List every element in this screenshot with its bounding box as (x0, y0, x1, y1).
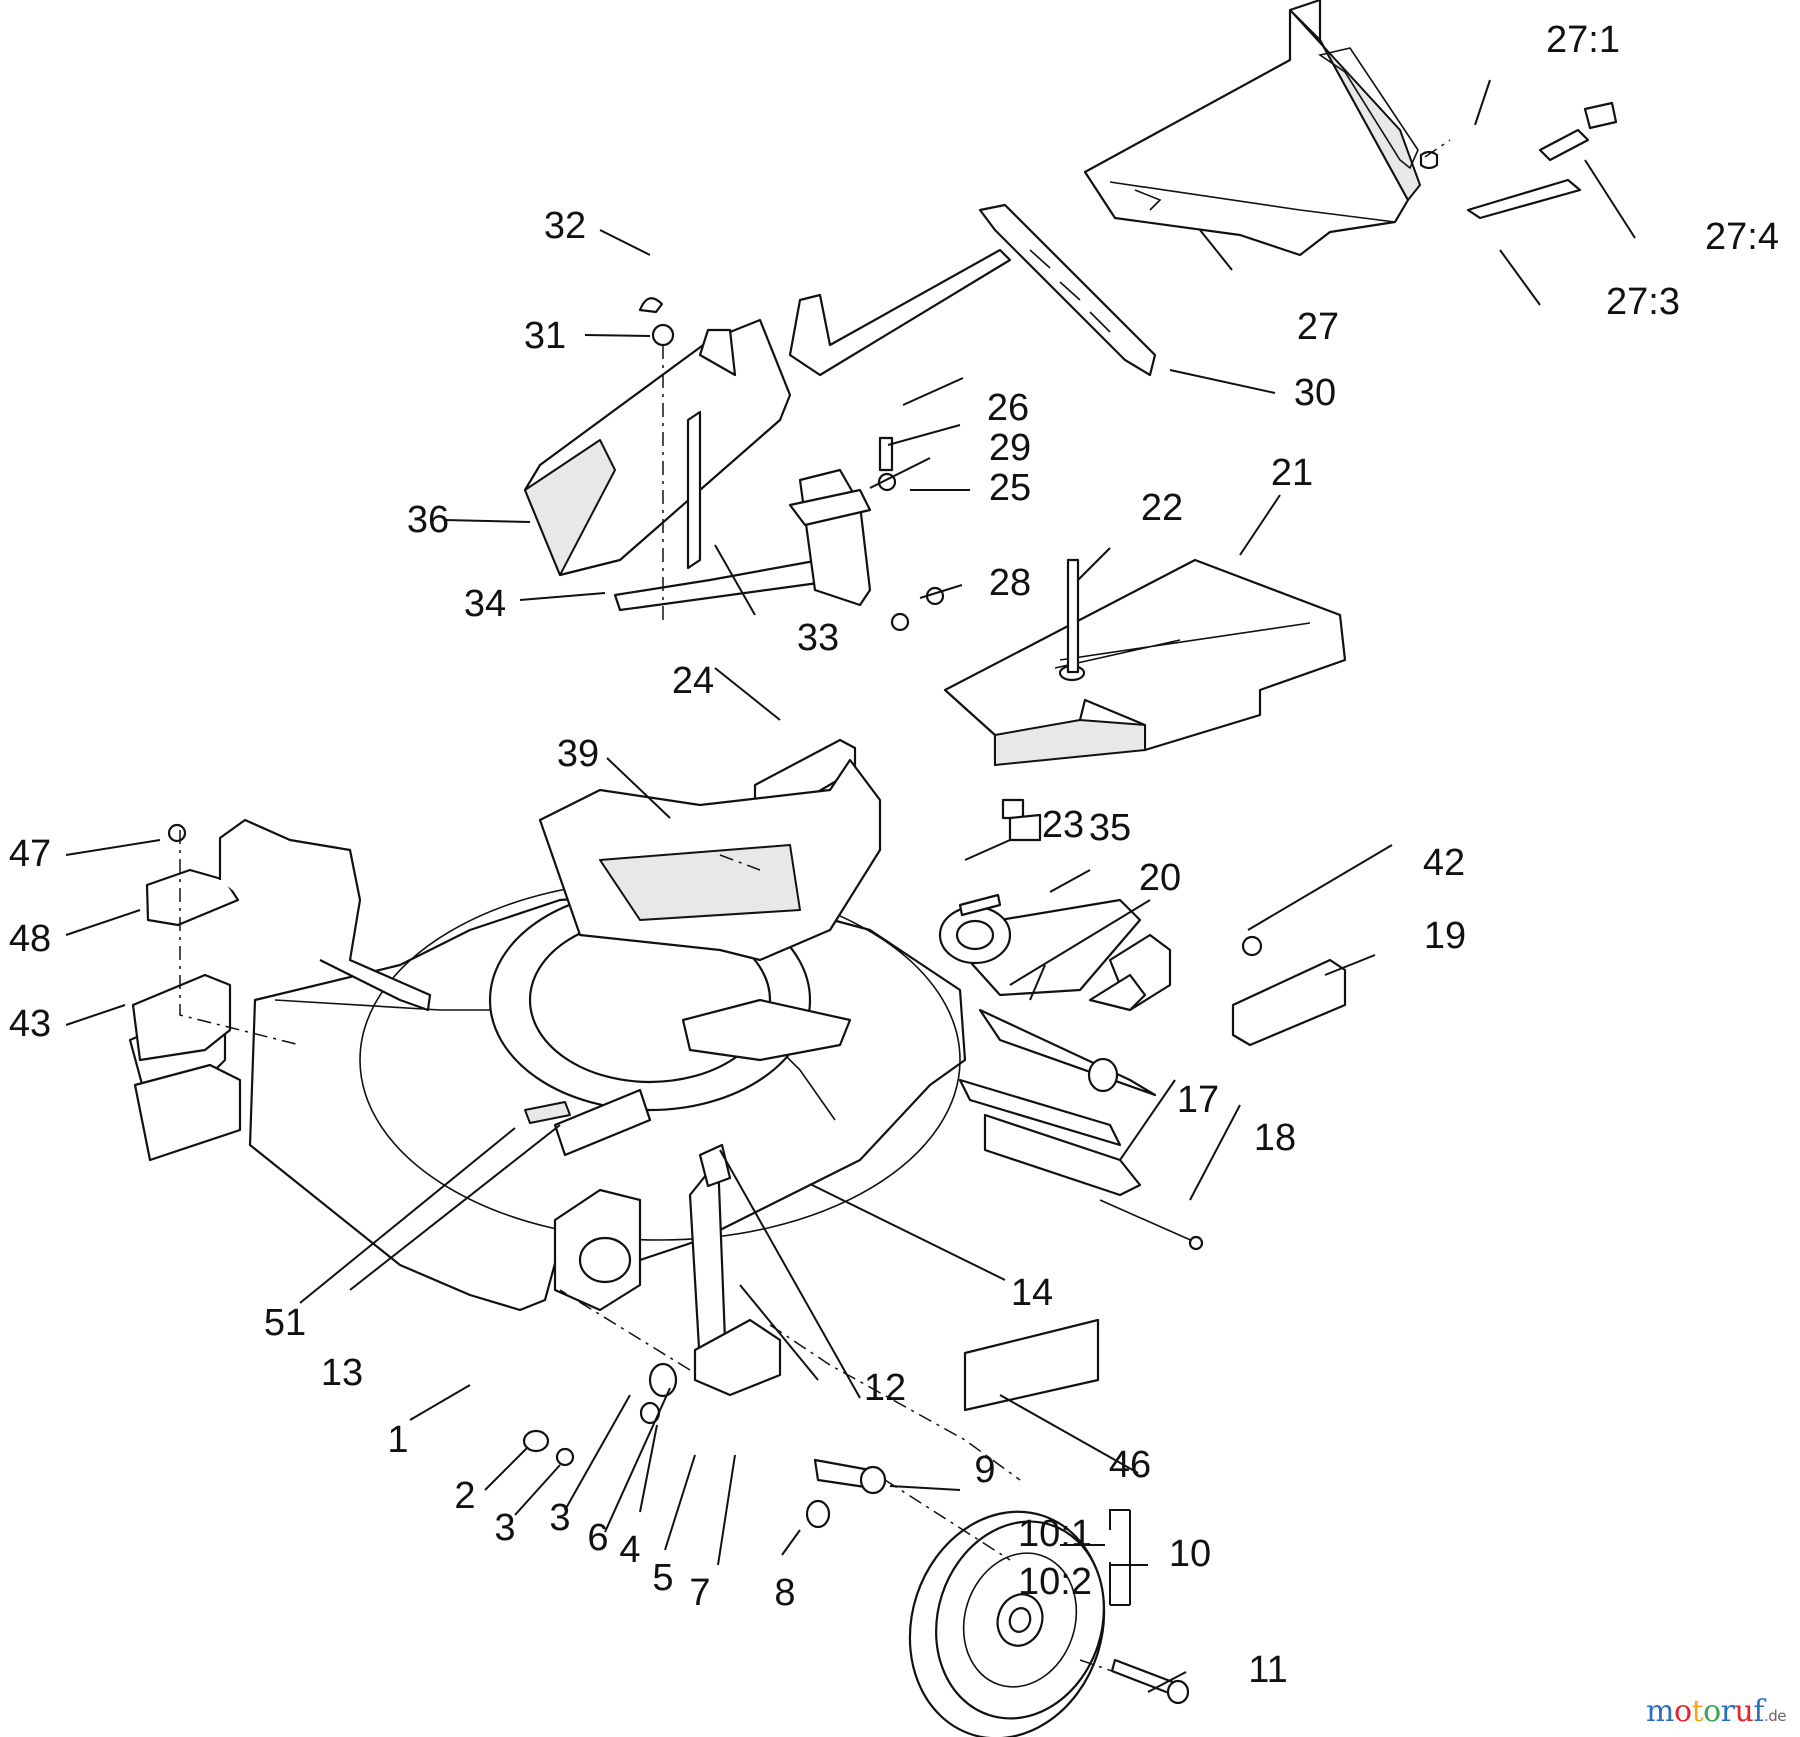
callout-3a: 3 (494, 1507, 515, 1549)
watermark-letter: r (1720, 1694, 1735, 1729)
callout-42: 42 (1423, 842, 1465, 884)
callout-17: 17 (1177, 1079, 1219, 1121)
callout-23: 23 (1042, 804, 1084, 846)
callout-14: 14 (1011, 1272, 1053, 1314)
callout-36: 36 (407, 499, 449, 541)
callout-30: 30 (1294, 372, 1336, 414)
callout-32: 32 (544, 205, 586, 247)
decal-part (958, 813, 1100, 1412)
callout-18: 18 (1254, 1117, 1296, 1159)
callout-39: 39 (557, 733, 599, 775)
callout-48: 48 (9, 918, 51, 960)
rear-door-part (523, 318, 872, 612)
callout-2: 2 (454, 1475, 475, 1517)
motoruf-watermark: motoruf.de (1646, 1694, 1786, 1729)
callout-27: 27 (1297, 306, 1339, 348)
callout-4: 4 (619, 1529, 640, 1571)
callout-12: 12 (864, 1367, 906, 1409)
watermark-letter: t (1691, 1694, 1704, 1729)
callout-29: 29 (989, 427, 1031, 469)
rear-flap-part (788, 203, 1157, 377)
callout-11: 11 (1248, 1649, 1287, 1691)
callout-13: 13 (321, 1352, 363, 1394)
rear-bracket-part (1231, 935, 1347, 1047)
rear-axle-part (983, 1113, 1204, 1251)
callout-6: 6 (587, 1517, 608, 1559)
callout-27-1: 27:1 (1546, 19, 1620, 61)
callout-9: 9 (974, 1449, 995, 1491)
callout-46: 46 (1109, 1444, 1151, 1486)
callout-3b: 3 (549, 1497, 570, 1539)
callout-24: 24 (672, 660, 714, 702)
assembly-center-lines (179, 139, 1451, 1673)
watermark-letter: m (1646, 1694, 1674, 1729)
callout-10-2: 10:2 (1018, 1561, 1092, 1603)
height-adjuster-part (522, 1143, 782, 1467)
callout-5: 5 (652, 1557, 673, 1599)
wheel-part (908, 1510, 1106, 1737)
watermark-letter: o (1703, 1694, 1721, 1729)
callout-20: 20 (1139, 857, 1181, 899)
rear-cover-part (943, 558, 1347, 767)
callout-47: 47 (9, 833, 51, 875)
callout-22: 22 (1141, 487, 1183, 529)
watermark-letter: f (1753, 1694, 1764, 1729)
watermark-suffix: .de (1763, 1707, 1787, 1725)
callout-51: 51 (264, 1302, 306, 1344)
wheel-mount-bolt-part (1110, 1658, 1190, 1705)
wheel-bolt-part (805, 1458, 887, 1529)
callout-1: 1 (387, 1419, 408, 1461)
callout-35: 35 (1089, 807, 1131, 849)
grass-bag-part (1083, 0, 1421, 257)
watermark-letter: o (1674, 1694, 1692, 1729)
callout-10: 10 (1169, 1533, 1211, 1575)
callout-25: 25 (989, 467, 1031, 509)
callout-31: 31 (524, 315, 566, 357)
callout-28: 28 (989, 562, 1031, 604)
callout-43: 43 (9, 1003, 51, 1045)
callout-10-1: 10:1 (1018, 1513, 1092, 1555)
callout-27-3: 27:3 (1606, 281, 1680, 323)
part-callouts: 1 2 3 3 4 5 6 7 8 9 10 10:1 10:2 11 12 1… (9, 19, 1779, 1691)
callout-33: 33 (797, 617, 839, 659)
callout-8: 8 (774, 1572, 795, 1614)
callout-19: 19 (1424, 915, 1466, 957)
bag-frame-rod-part (1419, 101, 1618, 220)
callout-34: 34 (464, 583, 506, 625)
callout-leader-lines (65, 79, 1636, 1693)
callout-21: 21 (1271, 452, 1313, 494)
callout-26: 26 (987, 387, 1029, 429)
front-bracket-part (128, 818, 432, 1162)
callout-27-4: 27:4 (1705, 216, 1779, 258)
watermark-letter: u (1734, 1694, 1754, 1729)
callout-7: 7 (689, 1572, 710, 1614)
